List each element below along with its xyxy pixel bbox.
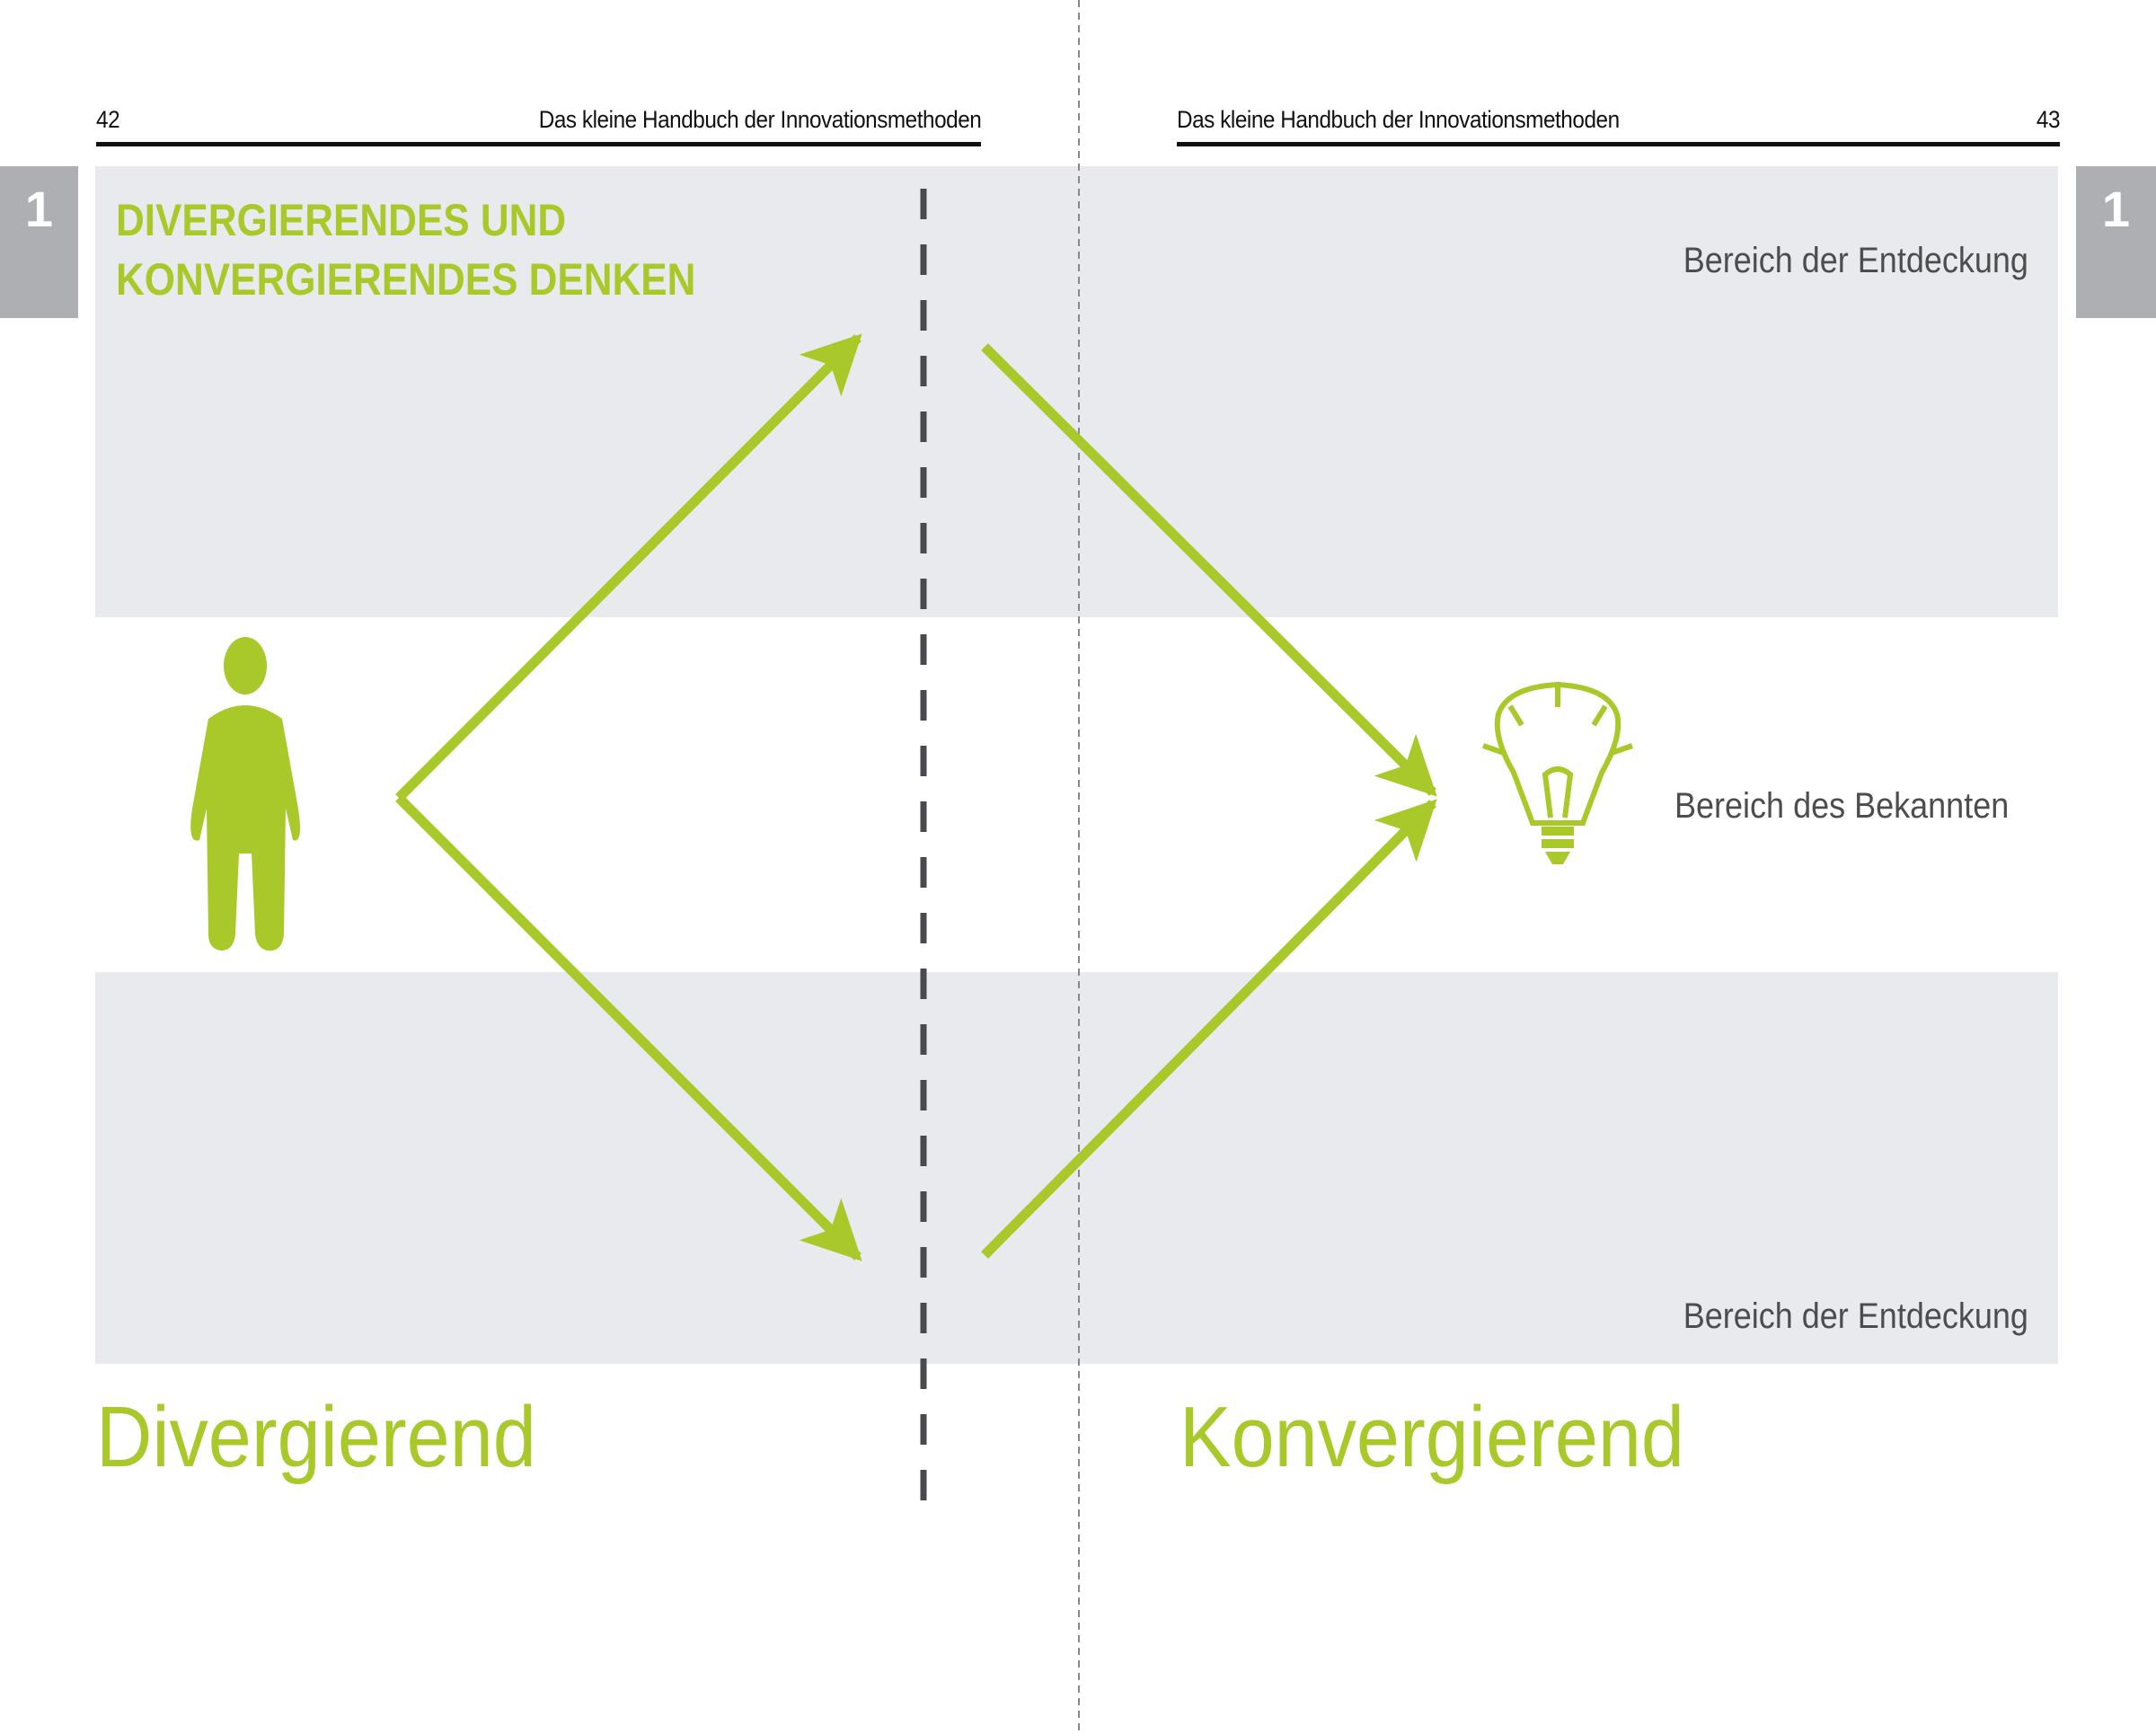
diagram-title: DIVERGIERENDES UND KONVERGIERENDES DENKE… bbox=[116, 190, 695, 309]
divergent-label: Divergierend bbox=[96, 1389, 536, 1485]
diverge-arrow-up bbox=[395, 333, 862, 801]
page-number-right: 43 bbox=[2036, 106, 2061, 133]
lightbulb-icon bbox=[1482, 681, 1633, 826]
header-rule-left bbox=[96, 142, 981, 146]
title-line-1: DIVERGIERENDES UND bbox=[116, 195, 567, 245]
chapter-tab-left: 1 bbox=[0, 166, 78, 318]
diverge-arrow-down bbox=[395, 794, 862, 1261]
zone-label-top: Bereich der Entdeckung bbox=[1683, 241, 2028, 280]
person-icon bbox=[190, 637, 300, 951]
header-rule-right bbox=[1177, 142, 2060, 146]
running-head-left: Das kleine Handbuch der Innovationsmetho… bbox=[538, 106, 981, 133]
running-head-right: Das kleine Handbuch der Innovationsmetho… bbox=[1177, 106, 1620, 133]
converge-arrow-up bbox=[981, 799, 1437, 1259]
title-line-2: KONVERGIERENDES DENKEN bbox=[116, 254, 696, 305]
zone-label-middle: Bereich des Bekannten bbox=[1674, 786, 2010, 826]
discovery-band-top bbox=[95, 166, 2058, 617]
page-number-left: 42 bbox=[96, 106, 120, 133]
convergent-label: Konvergierend bbox=[1180, 1389, 1684, 1485]
converge-arrow-down bbox=[981, 343, 1437, 797]
chapter-tab-right: 1 bbox=[2076, 166, 2156, 318]
zone-label-bottom: Bereich der Entdeckung bbox=[1683, 1296, 2028, 1336]
